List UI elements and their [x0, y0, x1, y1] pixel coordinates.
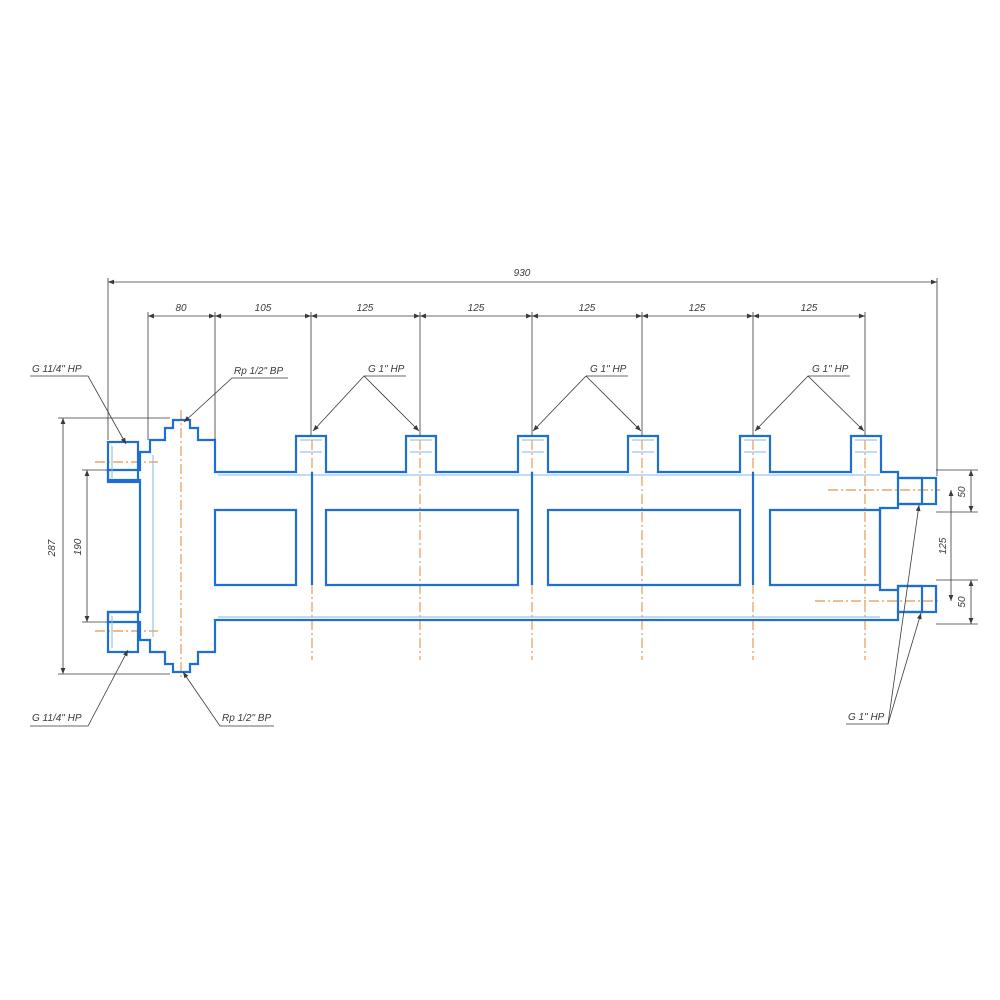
callout-outlet-pair-2: G 1" НР — [590, 364, 627, 375]
dim-segment-5: 125 — [579, 303, 596, 314]
dim-segment-3: 125 — [357, 303, 374, 314]
body-inner-line — [152, 455, 880, 637]
callout-left-top-inlet: G 11/4" НР — [32, 364, 82, 375]
nipple-threads — [300, 439, 877, 453]
dim-right-top: 50 — [957, 486, 968, 498]
dim-height-inner: 190 — [73, 538, 84, 555]
dim-overall-value: 930 — [514, 268, 531, 279]
dim-right-bottom: 50 — [957, 596, 968, 608]
dim-segment-7: 125 — [801, 303, 818, 314]
dim-segment-2: 105 — [255, 303, 272, 314]
callout-outlet-pair-3: G 1" НР — [812, 364, 849, 375]
dim-right-mid: 125 — [938, 537, 949, 554]
chamber-middle-1 — [324, 508, 520, 587]
left-bottom-inlet-nipple — [106, 610, 140, 654]
right-top-outlet-nipple — [896, 476, 938, 506]
chamber-right — [768, 508, 882, 587]
left-inlets — [106, 440, 140, 654]
callout-bottom-port: Rp 1/2" ВР — [222, 713, 271, 724]
dim-height-outer: 287 — [47, 539, 58, 557]
manifold-body — [106, 418, 924, 674]
dim-segment-1: 80 — [175, 303, 187, 314]
right-bottom-outlet-nipple — [896, 584, 938, 614]
chamber-middle-2 — [546, 508, 742, 587]
dim-segment-4: 125 — [468, 303, 485, 314]
callout-left-bottom-inlet: G 11/4" НР — [32, 713, 82, 724]
inner-chambers — [213, 472, 882, 587]
chamber-left — [213, 508, 298, 587]
outlet-nipples — [300, 439, 938, 614]
dimensions: 930 80 105 125 125 125 125 125 287 190 5… — [47, 268, 978, 675]
callouts: G 11/4" НР G 11/4" НР Rp 1/2" ВР Rp 1/2"… — [30, 364, 922, 727]
callout-top-port: Rp 1/2" ВР — [234, 366, 283, 377]
callout-outlet-pair-1: G 1" НР — [368, 364, 405, 375]
callout-right-outlets: G 1" НР — [848, 712, 885, 723]
body-outline — [106, 418, 924, 674]
dim-segment-6: 125 — [689, 303, 706, 314]
